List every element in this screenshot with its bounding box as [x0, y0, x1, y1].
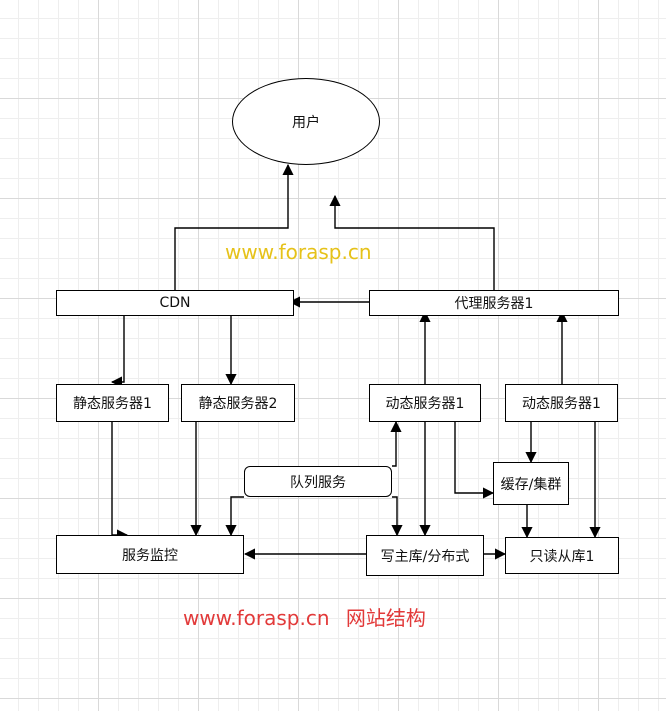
node-dynamic-server-2: 动态服务器1 [505, 384, 618, 422]
node-write-master-db-label: 写主库/分布式 [380, 548, 470, 565]
node-cdn-label: CDN [159, 295, 191, 311]
edge-queue-to-writedb [391, 496, 403, 537]
edge-cdn-to-user [174, 163, 294, 290]
node-cache-cluster-label: 缓存/集群 [500, 476, 562, 493]
node-static-server-2: 静态服务器2 [181, 384, 295, 422]
node-static-server-1-label: 静态服务器1 [73, 396, 152, 412]
node-dynamic-server-1-label: 动态服务器1 [385, 396, 465, 412]
node-static-server-2-label: 静态服务器2 [198, 396, 278, 412]
edge-static1-to-monitor [111, 420, 129, 541]
node-dynamic-server-2-label: 动态服务器1 [522, 396, 601, 412]
node-dynamic-server-1: 动态服务器1 [369, 384, 481, 422]
node-user: 用户 [232, 78, 380, 165]
node-user-label: 用户 [292, 114, 320, 131]
node-write-master-db: 写主库/分布式 [366, 535, 484, 576]
watermark-top: www.forasp.cn [225, 240, 372, 264]
node-queue-service: 队列服务 [244, 466, 392, 497]
edge-queue-to-monitor [225, 496, 244, 537]
caption-title: 网站结构 [345, 606, 426, 630]
edge-cdn-to-static1 [110, 316, 125, 388]
node-static-server-1: 静态服务器1 [56, 384, 169, 422]
node-cache-cluster: 缓存/集群 [493, 462, 569, 505]
node-read-replica-db-label: 只读从库1 [529, 548, 595, 565]
caption-site: www.forasp.cn [183, 606, 330, 630]
node-read-replica-db: 只读从库1 [505, 537, 619, 574]
edge-queue-to-dynamic1 [390, 420, 402, 467]
node-cdn: CDN [56, 290, 294, 316]
edge-dynamic1-to-cache [454, 422, 495, 499]
node-proxy: 代理服务器1 [369, 290, 619, 316]
node-service-monitor: 服务监控 [56, 535, 244, 574]
caption: www.forasp.cn 网站结构 [183, 602, 426, 631]
node-service-monitor-label: 服务监控 [122, 547, 178, 564]
edge-proxy-to-user [329, 194, 495, 290]
node-proxy-label: 代理服务器1 [454, 296, 534, 312]
node-queue-service-label: 队列服务 [290, 474, 346, 491]
